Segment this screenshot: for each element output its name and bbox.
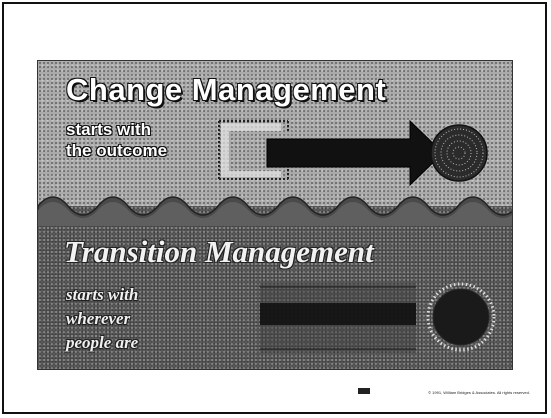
bottom-subtitle: starts with wherever people are — [66, 283, 216, 355]
slide: Change Management starts with the outcom… — [37, 60, 513, 370]
top-subtitle-line-1: starts with — [66, 120, 152, 139]
bottom-subtitle-line-1: starts with — [66, 285, 139, 304]
publisher-logo-icon — [358, 388, 370, 394]
wave-divider — [38, 196, 512, 226]
top-subtitle-line-2: the outcome — [66, 141, 168, 160]
copyright-notice: © 1991, William Bridges & Associates. Al… — [428, 390, 530, 395]
top-title: Change Management — [66, 72, 387, 107]
top-subtitle: starts with the outcome — [66, 119, 216, 161]
bottom-title: Transition Management — [64, 234, 374, 269]
bottom-subtitle-line-3: people are — [66, 333, 139, 352]
bottom-subtitle-line-2: wherever — [66, 309, 131, 328]
